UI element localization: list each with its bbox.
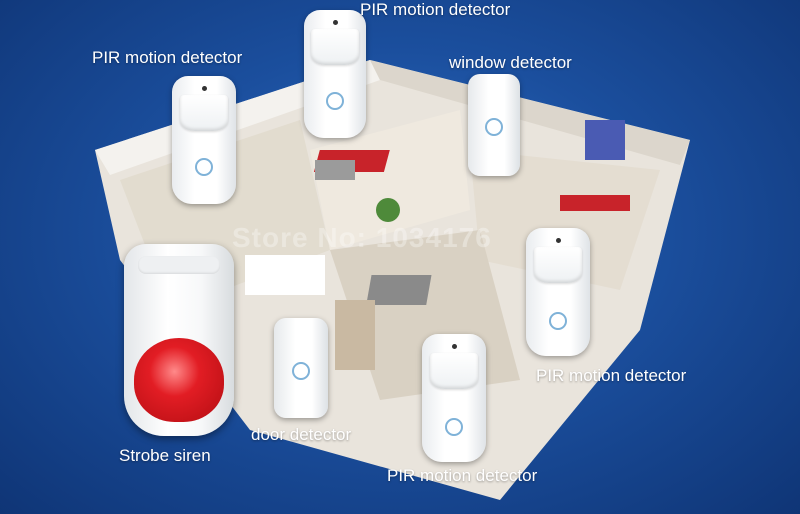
label-pir-bottom: PIR motion detector	[387, 466, 538, 485]
brand-logo-icon	[485, 118, 503, 136]
pir-motion-detector-bottom	[422, 334, 486, 462]
siren-cap	[138, 256, 220, 274]
pir-motion-detector-left	[172, 76, 236, 204]
kitchen-floor	[470, 150, 660, 290]
bed	[245, 255, 325, 295]
plant	[376, 198, 400, 222]
pir-motion-detector-top	[304, 10, 366, 138]
tv-cabinet	[315, 160, 355, 180]
label-siren: Strobe siren	[119, 446, 211, 465]
label-pir-right: PIR motion detector	[536, 366, 687, 385]
partition-wall	[335, 300, 375, 370]
brand-logo-icon	[326, 92, 344, 110]
watermark-text: Store No: 1034176	[232, 222, 492, 253]
label-pir-top: PIR motion detector	[360, 0, 511, 19]
sensor-lens	[311, 29, 359, 66]
strobe-siren	[124, 244, 234, 436]
shelf-unit	[585, 120, 625, 160]
label-door: door detector	[251, 425, 352, 444]
siren-red-light	[134, 338, 224, 422]
sensor-lens	[179, 95, 229, 132]
living-room-floor	[310, 110, 470, 250]
brand-logo-icon	[549, 312, 567, 330]
brand-logo-icon	[195, 158, 213, 176]
led-indicator	[333, 20, 338, 26]
sensor-lens	[533, 247, 583, 284]
led-indicator	[452, 344, 457, 350]
led-indicator	[556, 238, 561, 244]
brand-logo-icon	[445, 418, 463, 436]
brand-logo-icon	[292, 362, 310, 380]
led-indicator	[202, 86, 207, 92]
door-detector	[274, 318, 328, 418]
pir-motion-detector-right	[526, 228, 590, 356]
window-detector	[468, 74, 520, 176]
label-window: window detector	[449, 53, 572, 72]
label-pir-left: PIR motion detector	[92, 48, 243, 67]
kitchen-counter	[560, 195, 630, 211]
sensor-lens	[429, 353, 479, 390]
dining-table	[366, 275, 432, 305]
